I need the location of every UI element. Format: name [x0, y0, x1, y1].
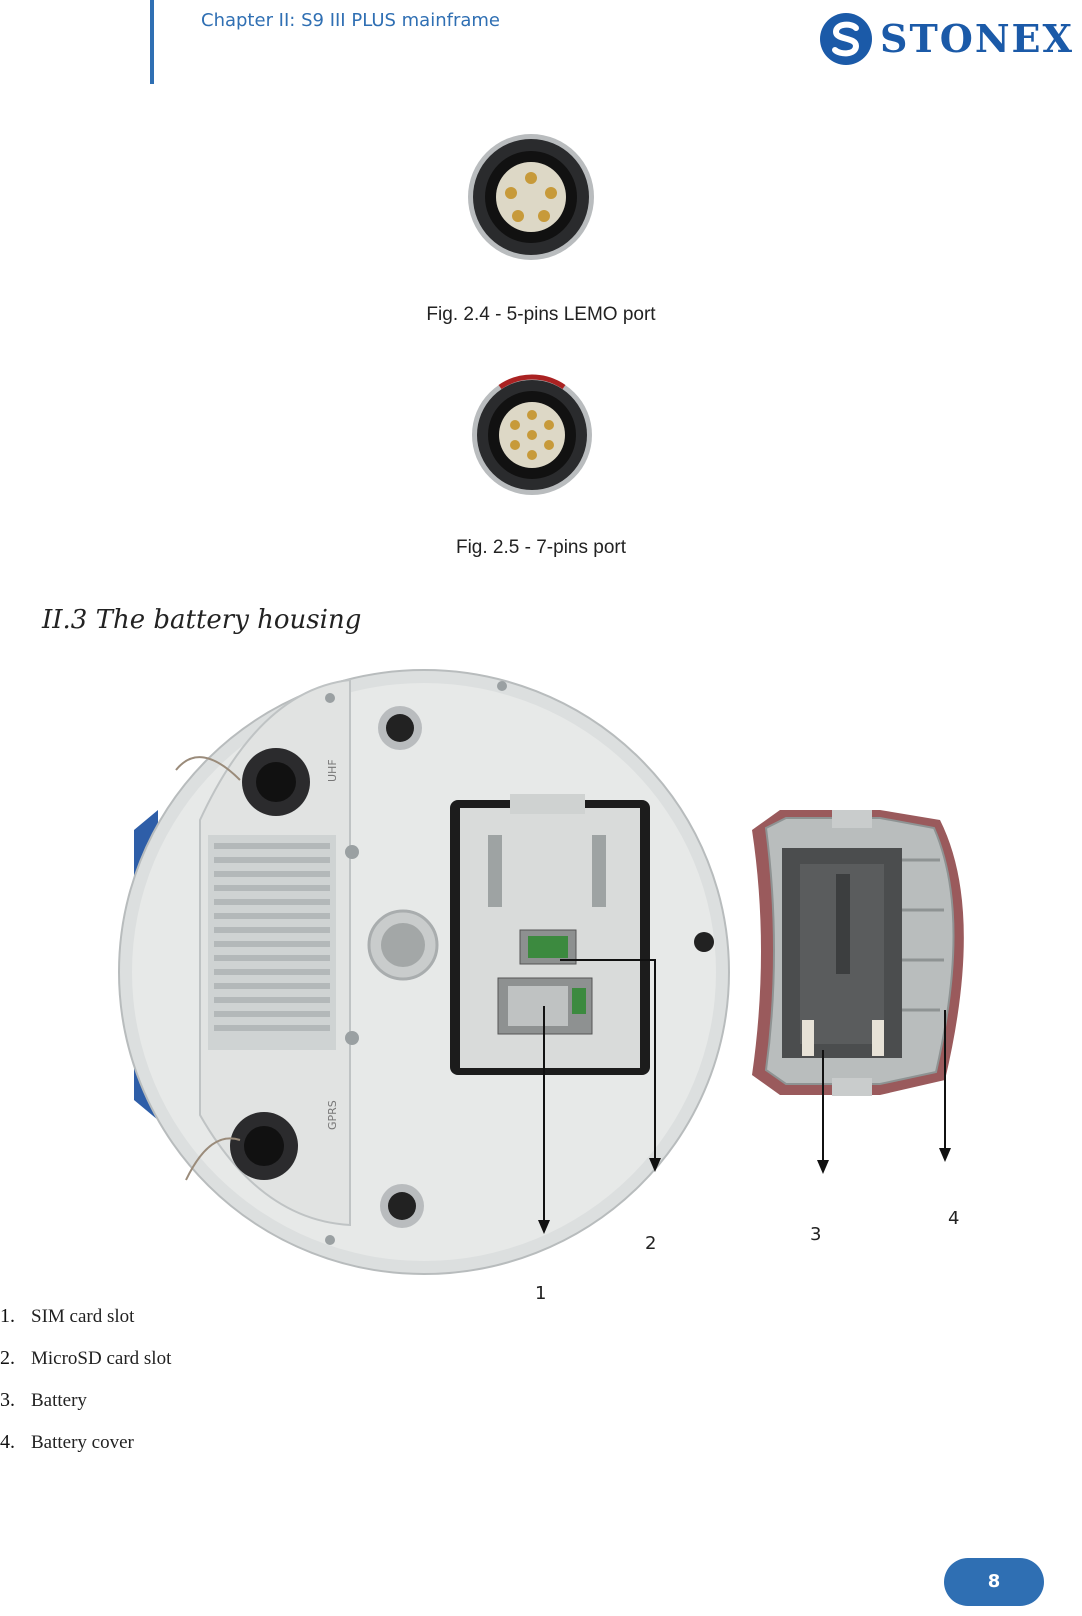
figure-caption: Fig. 2.5 - 7-pins port — [455, 537, 627, 558]
7-pin-connector-icon — [472, 374, 592, 495]
section-title: II.3 The battery housing — [42, 605, 362, 635]
legend-number: 2. — [0, 1347, 15, 1369]
callout-4: 4 — [948, 1208, 960, 1229]
legend-number: 4. — [0, 1431, 15, 1453]
battery-housing-photo: UHF GPRS — [118, 669, 964, 1275]
legend-number: 1. — [0, 1305, 15, 1327]
header-divider — [150, 0, 154, 84]
stonex-logo: STONEX — [818, 10, 1080, 68]
legend-label: MicroSD card slot — [31, 1348, 172, 1369]
brand-name: STONEX — [880, 16, 1075, 61]
legend-label: SIM card slot — [31, 1306, 135, 1327]
legend-label: Battery — [31, 1390, 87, 1411]
callout-1: 1 — [535, 1283, 547, 1304]
page-number-badge: 8 — [944, 1558, 1044, 1606]
lemo-5-pin-connector-icon — [468, 134, 594, 260]
figure-caption: Fig. 2.4 - 5-pins LEMO port — [426, 304, 656, 325]
legend-number: 3. — [0, 1389, 15, 1411]
callout-3: 3 — [810, 1224, 822, 1245]
callout-2: 2 — [645, 1233, 657, 1254]
legend-label: Battery cover — [31, 1432, 134, 1453]
uhf-label: UHF — [326, 759, 339, 782]
gprs-label: GPRS — [326, 1100, 339, 1130]
stonex-s-emblem-icon — [820, 13, 872, 65]
chapter-title: Chapter II: S9 III PLUS mainframe — [201, 10, 500, 31]
